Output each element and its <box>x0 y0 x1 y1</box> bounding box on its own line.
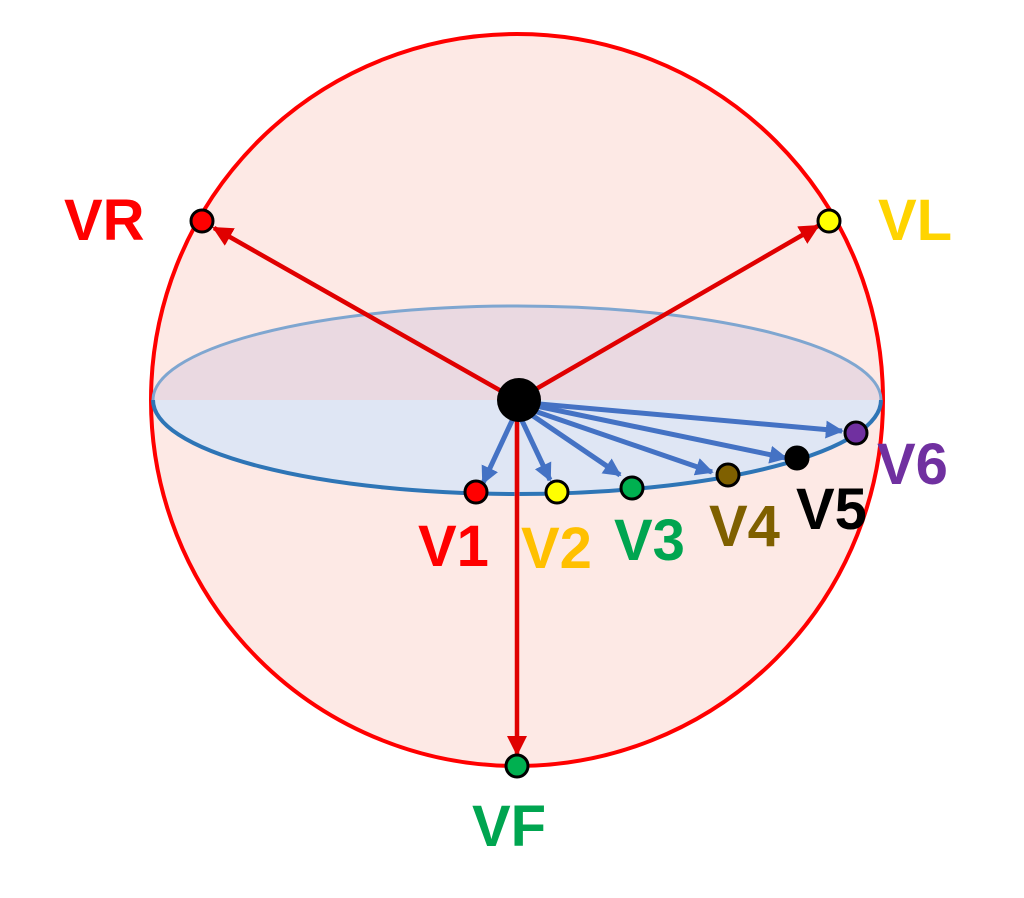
vr-dot <box>189 208 215 234</box>
v2-dot <box>544 479 570 505</box>
v6-dot <box>843 420 869 446</box>
vl-label: VL <box>878 188 952 253</box>
horizontal-plane-back-edge <box>151 304 883 401</box>
vl-vector <box>515 224 820 402</box>
vf-dot <box>504 753 530 779</box>
v6-vector <box>516 399 844 439</box>
v1-label: V1 <box>418 514 489 579</box>
v2-label: V2 <box>521 516 592 581</box>
v1-vector <box>480 408 520 485</box>
v4-vector <box>516 402 714 476</box>
v4-label: V4 <box>709 494 780 559</box>
v3-vector <box>515 402 622 478</box>
v6-label: V6 <box>877 432 948 497</box>
v3-dot <box>619 475 645 501</box>
v5-label: V5 <box>796 477 867 542</box>
v4-dot <box>715 462 741 488</box>
center-point <box>497 378 541 422</box>
v1-dot <box>463 479 489 505</box>
vr-label: VR <box>64 188 145 253</box>
v3-label: V3 <box>614 508 685 573</box>
v5-vector <box>516 399 788 464</box>
vr-vector <box>212 226 519 402</box>
vf-label: VF <box>472 794 546 859</box>
v5-dot <box>784 445 810 471</box>
vl-dot <box>816 208 842 234</box>
